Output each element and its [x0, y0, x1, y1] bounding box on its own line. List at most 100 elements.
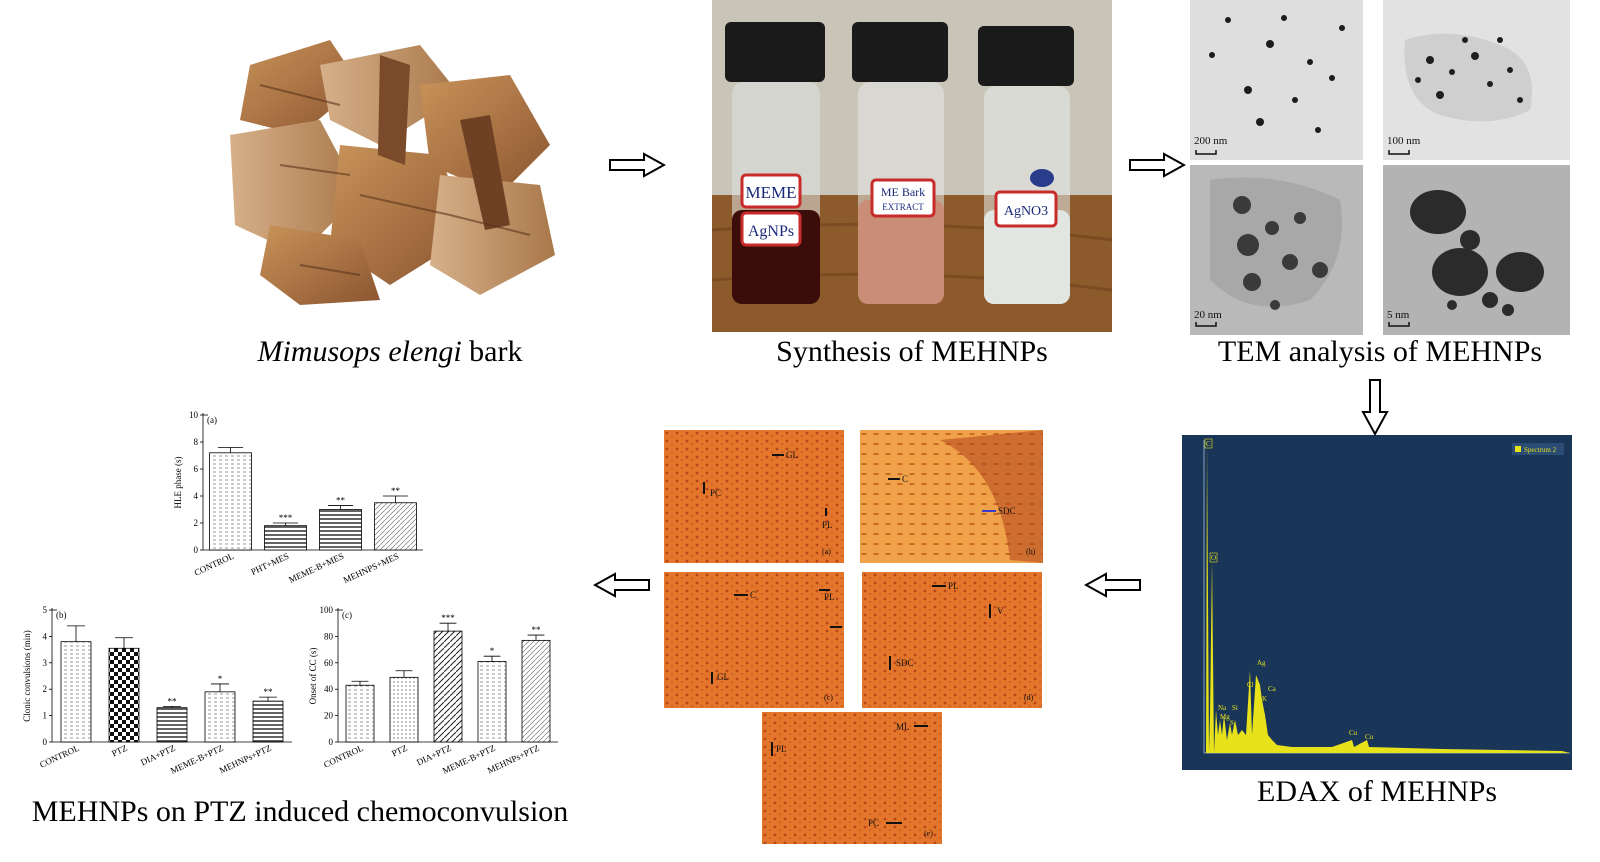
panel-label: (a) — [207, 415, 217, 425]
tem-caption: TEM analysis of MEHNPs — [1217, 335, 1543, 368]
x-tick-label: MEME-B+PTZ — [169, 743, 225, 776]
histo-d-tag: (d) — [1024, 693, 1034, 702]
y-tick-label: 80 — [324, 631, 334, 641]
edax-peak-Mg: Mg — [1220, 713, 1230, 721]
histo-d-label-pl: PL — [948, 581, 959, 591]
histology-d: PL V SDC (d) — [862, 572, 1042, 708]
vial-2-liquid — [858, 200, 944, 304]
histo-e-label-pl: PL — [776, 744, 787, 754]
x-tick-label: MEHNPs+PTZ — [218, 743, 273, 776]
histo-b-label-sdc: SDC — [998, 506, 1016, 516]
tem-images: 200 nm 100 nm 20 nm — [1190, 0, 1570, 335]
significance-mark: *** — [279, 513, 293, 523]
edax-peak-Cl: Cl — [1247, 681, 1254, 689]
y-tick-label: 4 — [194, 491, 199, 501]
histo-c-tag: (c) — [824, 693, 833, 702]
arrow-left-2 — [593, 572, 650, 598]
panel-label: (c) — [342, 610, 352, 620]
histo-d-label-sdc: SDC — [896, 658, 914, 668]
x-tick-label: PTZ — [110, 743, 129, 759]
bar — [156, 707, 188, 743]
bar — [252, 700, 284, 743]
bark-caption-suffix: bark — [461, 335, 523, 368]
edax-peak-Ca: Ca — [1268, 685, 1277, 693]
histo-a-label-pl: PL — [822, 520, 833, 530]
y-tick-label: 0 — [43, 737, 48, 747]
ptz-caption: MEHNPs on PTZ induced chemoconvulsion — [31, 795, 569, 828]
edax-peak-Na: Na — [1218, 704, 1227, 712]
edax-peak-Ag: Ag — [1257, 659, 1266, 667]
tem-scale-3: 20 nm — [1194, 309, 1222, 321]
histo-a-label-pc: PC — [710, 488, 721, 498]
y-tick-label: 3 — [43, 658, 48, 668]
histo-d-label-v: V — [997, 606, 1004, 616]
bar — [345, 684, 375, 743]
significance-mark: * — [490, 646, 495, 656]
bar — [433, 630, 463, 743]
significance-mark: ** — [532, 625, 542, 635]
histology-e: ML PL PC (e) — [762, 712, 942, 844]
tem-grid: 200 nm 100 nm 20 nm — [1190, 0, 1570, 335]
edax-caption: EDAX of MEHNPs — [1257, 775, 1497, 808]
edax-spectrum: Spectrum 2 C O Na Mg Si S Ag Cl Ca K Cu … — [1182, 435, 1572, 770]
panel-label: (b) — [56, 610, 67, 620]
histo-e-label-ml: ML — [896, 722, 910, 732]
synthesis-caption: Synthesis of MEHNPs — [776, 335, 1048, 368]
histology-c: C PL GL (c) — [664, 572, 844, 708]
bar — [319, 509, 362, 551]
vial-3-cap — [978, 26, 1074, 86]
species-name: Mimusops elengi — [257, 335, 462, 368]
bar — [204, 691, 236, 743]
x-tick-label: CONTROL — [193, 551, 236, 578]
significance-mark: * — [218, 674, 223, 684]
bark-pieces-image — [230, 40, 555, 305]
vial-3-liquid — [984, 210, 1070, 304]
bar — [374, 502, 417, 551]
bar — [521, 639, 551, 743]
bar — [389, 676, 419, 743]
tem-scale-2: 100 nm — [1387, 135, 1421, 147]
vial-2-label-sub: EXTRACT — [882, 202, 924, 212]
histo-c-label-gl: GL — [717, 672, 729, 682]
vial-1-label-bottom: AgNPs — [748, 223, 794, 240]
histology-a: GL PC PL (a) — [664, 430, 844, 563]
y-tick-label: 0 — [329, 737, 334, 747]
y-tick-label: 2 — [194, 518, 199, 528]
vial-3-label: AgNO3 — [1004, 204, 1048, 219]
vial-1-label-top: MEME — [746, 183, 797, 202]
y-tick-label: 4 — [43, 631, 48, 641]
histo-b-tag: (b) — [1026, 547, 1036, 556]
edax-peak-S: S — [1230, 719, 1234, 727]
y-tick-label: 1 — [43, 711, 48, 721]
arrow-down — [1361, 379, 1389, 436]
histo-c-label-pl: PL — [824, 592, 835, 602]
significance-mark: ** — [391, 486, 401, 496]
bark-photo — [210, 25, 570, 310]
y-tick-label: 6 — [194, 464, 199, 474]
significance-mark: ** — [264, 687, 274, 697]
y-tick-label: 2 — [43, 684, 48, 694]
y-tick-label: 20 — [324, 711, 334, 721]
significance-mark: *** — [441, 613, 455, 623]
arrow-right-1 — [609, 152, 666, 178]
bar — [209, 452, 252, 551]
x-tick-label: MEHNPS+MES — [342, 551, 401, 585]
histo-e-tag: (e) — [924, 829, 933, 838]
tem-scale-1: 200 nm — [1194, 135, 1228, 147]
edax-peak-Cu1: Cu — [1349, 729, 1358, 737]
significance-mark: ** — [336, 495, 346, 505]
bar — [60, 641, 92, 743]
y-tick-label: 10 — [189, 410, 199, 420]
x-tick-label: PTZ — [390, 743, 409, 759]
edax-peak-O: O — [1211, 554, 1216, 562]
histo-b-label-c: C — [902, 474, 908, 484]
histo-c-label-c: C — [750, 590, 756, 600]
histo-e-label-pc: PC — [868, 818, 879, 828]
x-tick-label: MEME-B+MES — [287, 551, 345, 585]
bark-caption: Mimusops elengi bark — [190, 335, 590, 369]
bar — [108, 647, 140, 743]
edax-peak-C: C — [1206, 440, 1211, 448]
